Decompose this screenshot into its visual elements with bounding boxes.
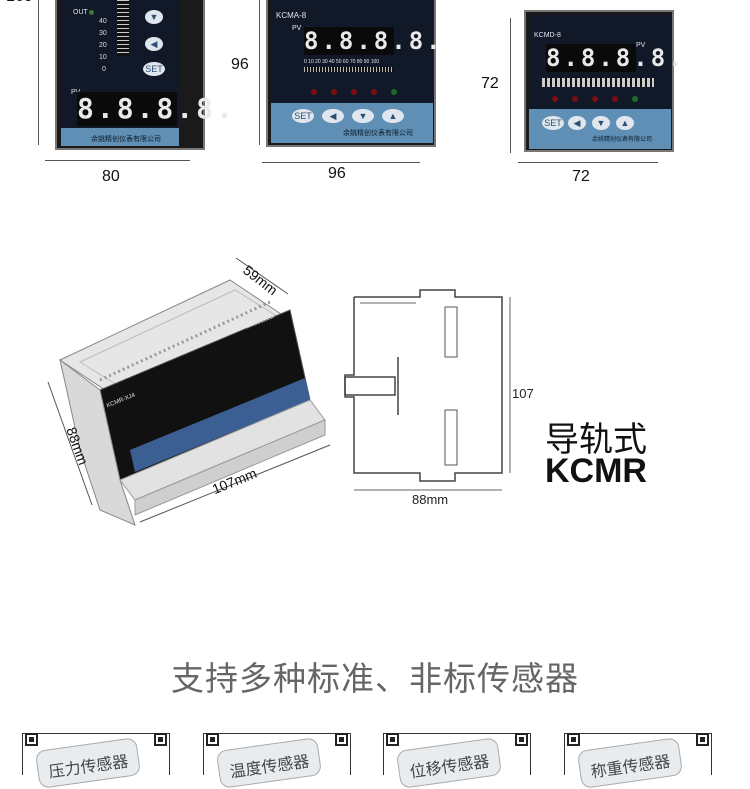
meter80-scale-0: 0 [102,66,106,73]
meter72-left-button[interactable]: ◀ [568,116,586,130]
meter80-display: 8.8.8.8. [77,92,236,126]
meter80-out-led [89,10,94,15]
meter72-bargraph [542,78,654,87]
meter96-led-1 [311,89,317,95]
meter80-bargraph [117,0,129,56]
meter72-led-3 [592,96,598,102]
qr-icon [206,733,219,746]
sensor-card-temperature[interactable]: 温度传感器 [203,733,351,789]
meter80-out-label: OUT [73,9,88,16]
meter96-bargraph [304,67,394,72]
qr-icon [567,733,580,746]
qr-icon [515,733,528,746]
meter96-set-button[interactable]: SET [292,109,314,123]
rail-title: 导轨式 [545,420,647,460]
meter96-scale-row: 0 10 20 30 40 50 60 70 80 90 100 [304,59,380,65]
meter72-display: 8.8.8.8. [546,44,686,72]
meter72-down-button[interactable]: ▼ [592,116,610,130]
meter72-led-5 [632,96,638,102]
qr-icon [154,733,167,746]
meter80-scale-20: 20 [99,42,107,49]
sensor-card-weighing[interactable]: 称重传感器 [564,733,712,789]
sensor-card-label: 位移传感器 [395,737,503,789]
meter96-led-3 [351,89,357,95]
meter80-left-button[interactable]: ◀ [145,37,163,51]
rail-side-height-label: 107 [512,386,534,401]
meter80-nameplate [61,128,179,146]
meter72-led-4 [612,96,618,102]
qr-icon [25,733,38,746]
meter72-width-line [518,162,658,163]
meter72-company: 余姚精创仪表有限公司 [592,137,653,143]
sensor-card-label: 压力传感器 [34,737,142,789]
meter72-body: KCMD-8 PV 8.8.8.8. SET ◀ ▼ ▲ 余姚精创仪表有限公司 [524,10,686,152]
meter80-width-label: 80 [102,168,120,185]
meter80-set-button[interactable]: SET [143,62,165,76]
meter96-width-label: 96 [328,165,346,182]
meter96-model: KCMA-8 [276,11,307,20]
meter72-led-2 [572,96,578,102]
rail-side-width-label: 88mm [412,492,449,507]
qr-icon [386,733,399,746]
meter96-led-4 [371,89,377,95]
meter72-height-line [510,18,511,153]
meter80-down-button[interactable]: ▼ [145,10,163,24]
meter96-down-button[interactable]: ▼ [352,109,374,123]
meter80-scale-30: 30 [99,30,107,37]
rail-side-profile [344,289,511,491]
sensor-support-heading: 支持多种标准、非标传感器 [171,659,579,698]
sensor-card-label: 称重传感器 [576,737,684,789]
meter96-pv-label: PV [292,25,302,32]
meter80-width-line [45,160,190,161]
meter96-height-line [259,0,260,145]
sensor-card-label: 温度传感器 [215,737,323,789]
qr-icon [335,733,348,746]
qr-icon [696,733,709,746]
meter72-width-label: 72 [572,168,590,185]
meter72-up-button[interactable]: ▲ [616,116,634,130]
meter80-scale-40: 40 [99,18,107,25]
sensor-card-pressure[interactable]: 压力传感器 [22,733,170,789]
meter72-height-label: 72 [481,75,499,92]
rail-model: KCMR [545,452,647,490]
meter72-model: KCMD-8 [534,32,561,39]
meter96-company: 余姚精创仪表有限公司 [343,130,413,137]
rail-module-illustration [47,257,331,526]
meter80-height-line [38,0,39,145]
meter96-height-label: 96 [231,56,249,73]
meter72-set-button[interactable]: SET [542,116,564,130]
meter96-up-button[interactable]: ▲ [382,109,404,123]
meter80-body: OUT 40 30 20 10 0 ▼ ◀ SET PV 8.8.8.8. 余姚… [55,0,236,150]
meter80-pv-label: PV [71,89,81,96]
meter80-scale-10: 10 [99,54,107,61]
meter80-company: 余姚精创仪表有限公司 [91,136,161,143]
sensor-card-displacement[interactable]: 位移传感器 [383,733,531,789]
meter96-led-2 [331,89,337,95]
meter96-display: 8.8.8.8. [304,27,444,55]
meter72-pv-label: PV [636,42,646,49]
meter96-led-5 [391,89,397,95]
meter72-led-1 [552,96,558,102]
meter80-height-label: 160 [6,0,33,6]
meter96-left-button[interactable]: ◀ [322,109,344,123]
meter96-body: KCMA-8 PV 8.8.8.8. 0 10 20 30 40 50 60 7… [266,0,444,147]
meter96-width-line [262,162,420,163]
